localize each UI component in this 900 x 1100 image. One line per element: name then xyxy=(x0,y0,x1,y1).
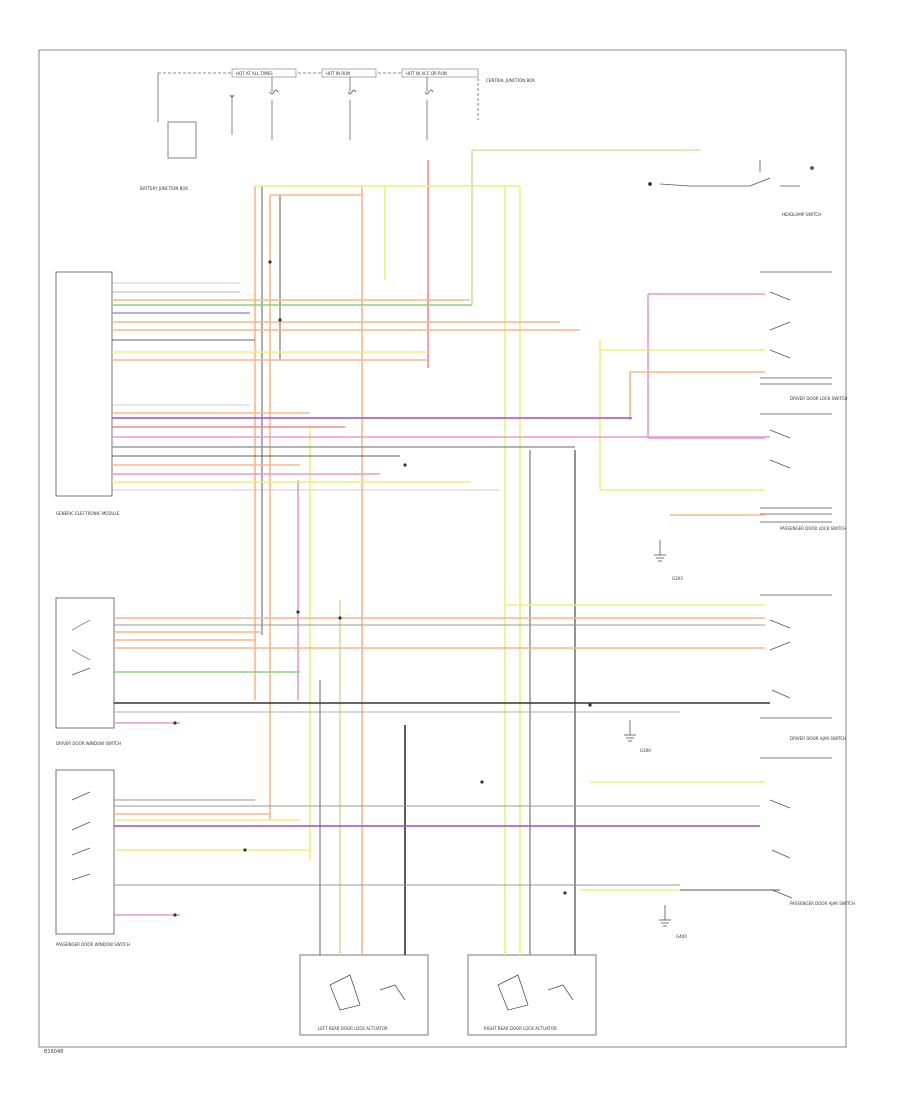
hot-at-all-times-label: HOT AT ALL TIMES xyxy=(236,71,273,76)
left-rear-actuator-box xyxy=(299,954,429,1036)
diagram-frame xyxy=(38,49,847,1048)
ground-g2-label: G300 xyxy=(640,748,651,753)
hot-in-run-label: HOT IN RUN xyxy=(326,71,350,76)
diagram-corner-label: B16048 xyxy=(44,1049,63,1055)
passenger-door-ajar-label: PASSENGER DOOR AJAR SWITCH xyxy=(790,901,855,906)
right-rear-actuator-label: RIGHT REAR DOOR LOCK ACTUATOR xyxy=(484,1026,557,1031)
central-junction-label: CENTRAL JUNCTION BOX xyxy=(486,78,535,83)
driver-window-switch-box xyxy=(55,597,115,729)
passenger-window-switch-label: PASSENGER DOOR WINDOW SWITCH xyxy=(56,942,130,947)
driver-door-ajar-label: DRIVER DOOR AJAR SWITCH xyxy=(790,736,846,741)
right-switch-groups xyxy=(760,271,832,899)
ground-g1-label: G203 xyxy=(672,576,683,581)
driver-window-switch-label: DRIVER DOOR WINDOW SWITCH xyxy=(56,741,121,746)
ground-symbols xyxy=(624,540,671,927)
gem-pin-rows xyxy=(112,282,500,491)
fuse-symbols xyxy=(229,89,434,98)
ground-g1 xyxy=(654,540,666,562)
driver-door-lock-label: DRIVER DOOR LOCK SWITCH xyxy=(790,396,847,401)
passenger-window-switch-box xyxy=(55,769,115,935)
headlamp-switch xyxy=(648,160,814,187)
wire-harness xyxy=(112,149,780,955)
hot-in-run-box xyxy=(321,68,377,78)
passenger-door-lock-label: PASSENGER DOOR LOCK SWITCH xyxy=(780,526,846,531)
battery-junction-label: BATTERY JUNCTION BOX xyxy=(140,186,188,191)
left-rear-actuator-label: LEFT REAR DOOR LOCK ACTUATOR xyxy=(318,1026,388,1031)
right-rear-actuator-box xyxy=(467,954,597,1036)
switch-contacts xyxy=(71,619,91,881)
ground-g3-label: G400 xyxy=(676,934,687,939)
headlamp-switch-label: HEADLAMP SWITCH xyxy=(782,212,821,217)
top-power-area xyxy=(157,72,479,159)
hot-in-acc-run-label: HOT IN ACC OR RUN xyxy=(406,71,447,76)
ground-g3 xyxy=(659,905,671,927)
actuator-motors xyxy=(329,974,574,1011)
gem-module-box xyxy=(55,271,113,497)
gem-module-label: GENERIC ELECTRONIC MODULE xyxy=(56,511,120,516)
hot-in-acc-run-box xyxy=(401,68,479,78)
ground-g2 xyxy=(624,720,636,742)
splice-dots xyxy=(173,182,652,917)
hot-at-all-times-box xyxy=(231,68,297,78)
